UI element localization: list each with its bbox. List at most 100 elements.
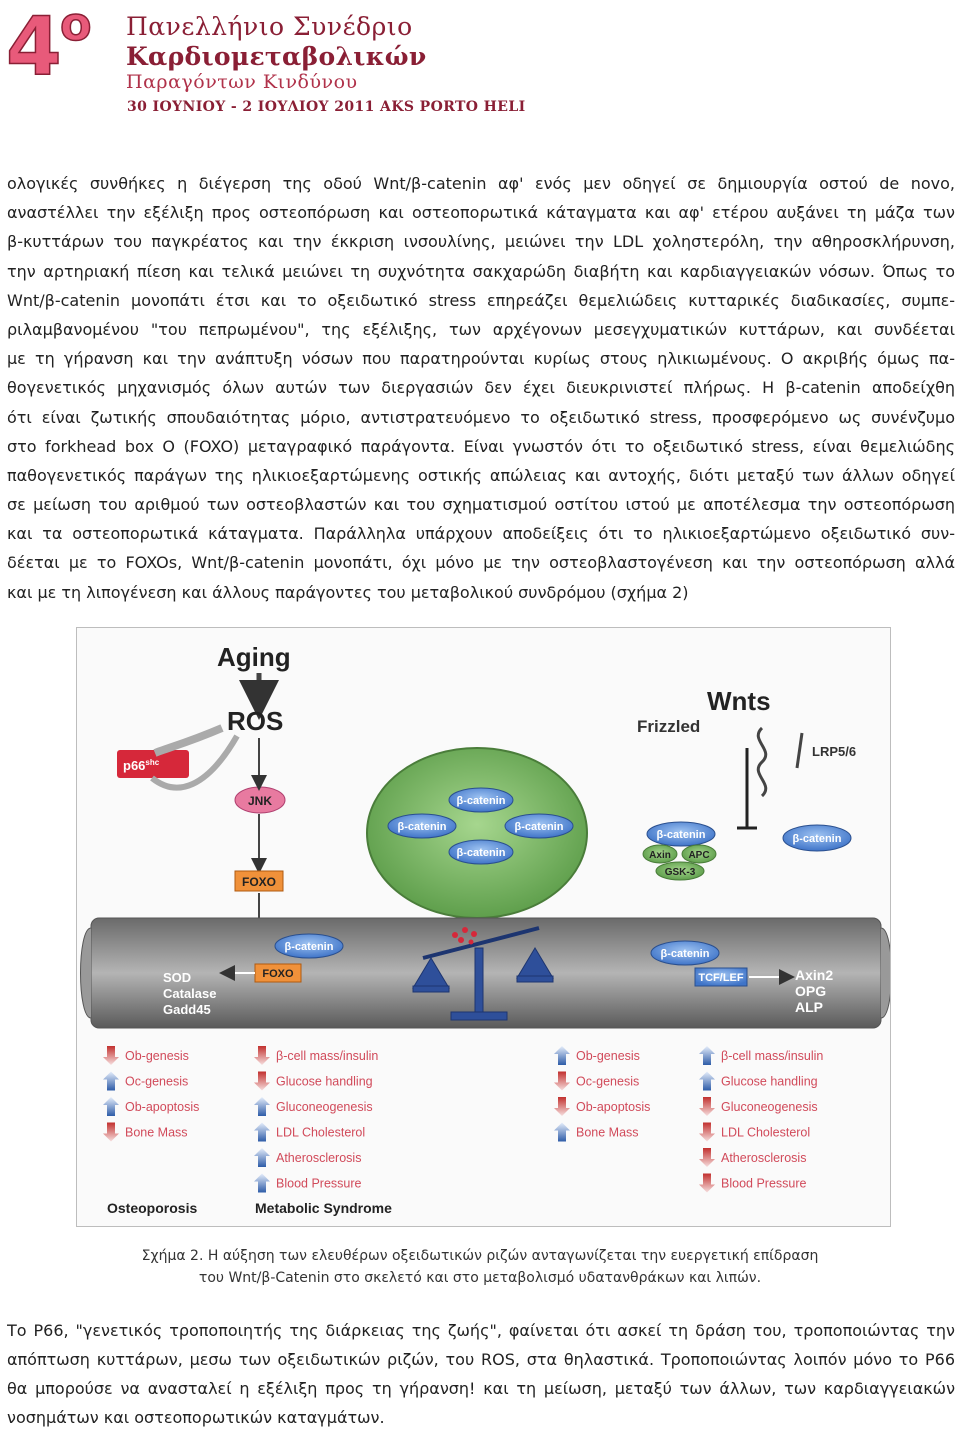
conference-title-line1: Πανελλήνιο Συνέδριο <box>126 12 413 41</box>
metabolic-syndrome-label: Metabolic Syndrome <box>255 1200 392 1216</box>
increase-arrow-icon <box>554 1046 570 1065</box>
bcat-free-label: β-catenin <box>793 833 842 845</box>
bcat-right-label: β-catenin <box>515 821 564 833</box>
decrease-arrow-icon <box>254 1071 270 1091</box>
outcome-label: Glucose handling <box>276 1075 373 1089</box>
nucleus-cap-left <box>80 927 92 1019</box>
bcat-nucleus-right-label: β-catenin <box>661 948 710 960</box>
paragraph-line: με τη γήρανση και την ανάπτυξη νόσων που… <box>7 349 955 369</box>
bcat-nucleus-right-node <box>650 940 720 966</box>
conference-date: 30 ΙΟΥΝΙΟΥ - 2 ΙΟΥΛΙΟΥ 2011 AKS PORTO HE… <box>127 99 526 115</box>
apc-label: APC <box>688 850 709 861</box>
increase-arrow-icon <box>699 1071 715 1091</box>
ros-label: ROS <box>227 706 283 736</box>
paragraph-line: σε μείωση του αριθμού των οστεοβλαστών κ… <box>7 495 955 515</box>
outcome-label: Ob-genesis <box>576 1049 640 1063</box>
paragraph-line: ολογικές συνθήκες η διέγερση της οδού Wn… <box>7 174 955 193</box>
paragraph-line: παθογενετικός παράγων της ηλικιοεξαρτώμε… <box>7 465 955 485</box>
p66-to-ros-arrow <box>150 734 240 791</box>
apc-node <box>681 844 717 864</box>
bcat-left-node <box>387 813 457 839</box>
paragraph-line: απόπτωση κυττάρων, μεσω των οξειδωτικών … <box>7 1350 955 1369</box>
outcome-label: Bone Mass <box>125 1126 188 1140</box>
foxo-label: FOXO <box>242 875 276 889</box>
outcome-label: Ob-genesis <box>125 1049 189 1063</box>
paragraph-line: και με τη λιπογένεση και άλλους παράγοντ… <box>7 582 689 602</box>
outcome-label: Atherosclerosis <box>276 1151 361 1165</box>
body-paragraph-2: Το P66, "γενετικός τροποποιητής της διάρ… <box>7 1316 955 1432</box>
outcome-label: Oc-genesis <box>576 1075 639 1089</box>
paragraph-line: Το P66, "γενετικός τροποποιητής της διάρ… <box>7 1321 955 1340</box>
outcome-label: Ob-apoptosis <box>125 1100 199 1114</box>
increase-arrow-icon <box>103 1097 119 1116</box>
increase-arrow-icon <box>254 1097 270 1116</box>
paragraph-line: δέεται με το FOXOs, Wnt/β-catenin μονοπά… <box>7 553 955 573</box>
bcat-right-node <box>504 813 574 839</box>
balance-scale-icon <box>412 926 554 1021</box>
outcome-label: Glucose handling <box>721 1075 818 1089</box>
bcat-destruction-node <box>646 821 716 847</box>
figure-2-diagram: Aging ROS p66shc JNK FOXO β-catenin β-ca… <box>76 627 892 1227</box>
bcat-bottom-node <box>448 839 514 865</box>
lrp-receptor <box>795 732 804 769</box>
outcome-label: Gluconeogenesis <box>721 1100 818 1114</box>
bcat-nucleus-left-node <box>274 933 344 959</box>
bcat-bottom-label: β-catenin <box>457 847 506 859</box>
outcome-label: Oc-genesis <box>125 1075 188 1089</box>
paragraph-line: ότι είναι ζωτικής σπουδαιότητας μόριο, α… <box>7 407 955 427</box>
lrp-label: LRP5/6 <box>812 744 856 759</box>
outcome-label: Ob-apoptosis <box>576 1100 650 1114</box>
bcat-top-label: β-catenin <box>457 795 506 807</box>
paragraph-line: θογενετικός μηχανισμός όλων αυτών των δι… <box>7 378 955 398</box>
figure-caption-line1: Σχήμα 2. Η αύξηση των ελευθέρων οξειδωτι… <box>141 1248 819 1264</box>
decrease-arrow-icon <box>554 1097 570 1116</box>
foxo-nucleus-label: FOXO <box>262 968 294 980</box>
conference-number: 4 <box>6 2 62 92</box>
osteoporosis-label: Osteoporosis <box>107 1200 197 1216</box>
outcome-label: Gluconeogenesis <box>276 1100 373 1114</box>
tcf-lef-box <box>694 967 748 987</box>
body-paragraph-1: ολογικές συνθήκες η διέγερση της οδού Wn… <box>7 169 955 607</box>
ros-drops-icon <box>452 927 477 945</box>
increase-arrow-icon <box>254 1148 270 1167</box>
paragraph-line: θα μπορούσε να ανασταλεί η εξέλιξη προς … <box>7 1379 955 1398</box>
jnk-label: JNK <box>248 794 272 808</box>
decrease-arrow-icon <box>699 1148 715 1167</box>
ros-to-p66-arrow <box>153 724 224 757</box>
paragraph-line: αναστέλλει την εξέλιξη προς οστεοπόρωση … <box>7 203 955 223</box>
p66-box <box>117 750 189 778</box>
decrease-arrow-icon <box>699 1097 715 1116</box>
bcat-free-node <box>782 824 852 852</box>
frizzled-label: Frizzled <box>637 717 700 736</box>
gsk3-label: GSK-3 <box>665 867 696 878</box>
increase-arrow-icon <box>254 1122 270 1142</box>
frizzled-receptor <box>756 726 768 798</box>
paragraph-line: β-κυττάρων του παγκρέατος και την έκκρισ… <box>7 232 955 252</box>
paragraph-line: Wnt/β-catenin μονοπάτι έτσι και το οξειδ… <box>7 290 955 310</box>
decrease-arrow-icon <box>103 1046 119 1065</box>
p66-label: p66shc <box>123 758 160 773</box>
outcome-label: β-cell mass/insulin <box>721 1049 823 1063</box>
aging-label: Aging <box>217 642 291 672</box>
bcat-nucleus-left-label: β-catenin <box>285 941 334 953</box>
decrease-arrow-icon <box>699 1173 715 1193</box>
bcat-top-node <box>448 787 514 813</box>
outcome-label: Blood Pressure <box>721 1177 807 1191</box>
nucleus-cap-right <box>880 927 892 1019</box>
outcome-label: Atherosclerosis <box>721 1151 806 1165</box>
conference-number-superscript: ο <box>60 2 92 51</box>
paragraph-line: ριλαμβανομένου "του πεπρωμένου", της εξέ… <box>7 319 955 339</box>
decrease-arrow-icon <box>103 1122 119 1142</box>
paragraph-line: και τα οστεοπορωτικά κάταγματα. Παράλληλ… <box>7 524 955 544</box>
wnts-label: Wnts <box>707 686 771 716</box>
gsk3-node <box>655 861 705 881</box>
conference-number-logo: 4 ο <box>6 2 92 92</box>
outcome-label: LDL Cholesterol <box>276 1126 365 1140</box>
axin-node <box>642 844 678 864</box>
bcat-destruction-label: β-catenin <box>657 829 706 841</box>
outcome-label: β-cell mass/insulin <box>276 1049 378 1063</box>
decrease-arrow-icon <box>699 1122 715 1142</box>
